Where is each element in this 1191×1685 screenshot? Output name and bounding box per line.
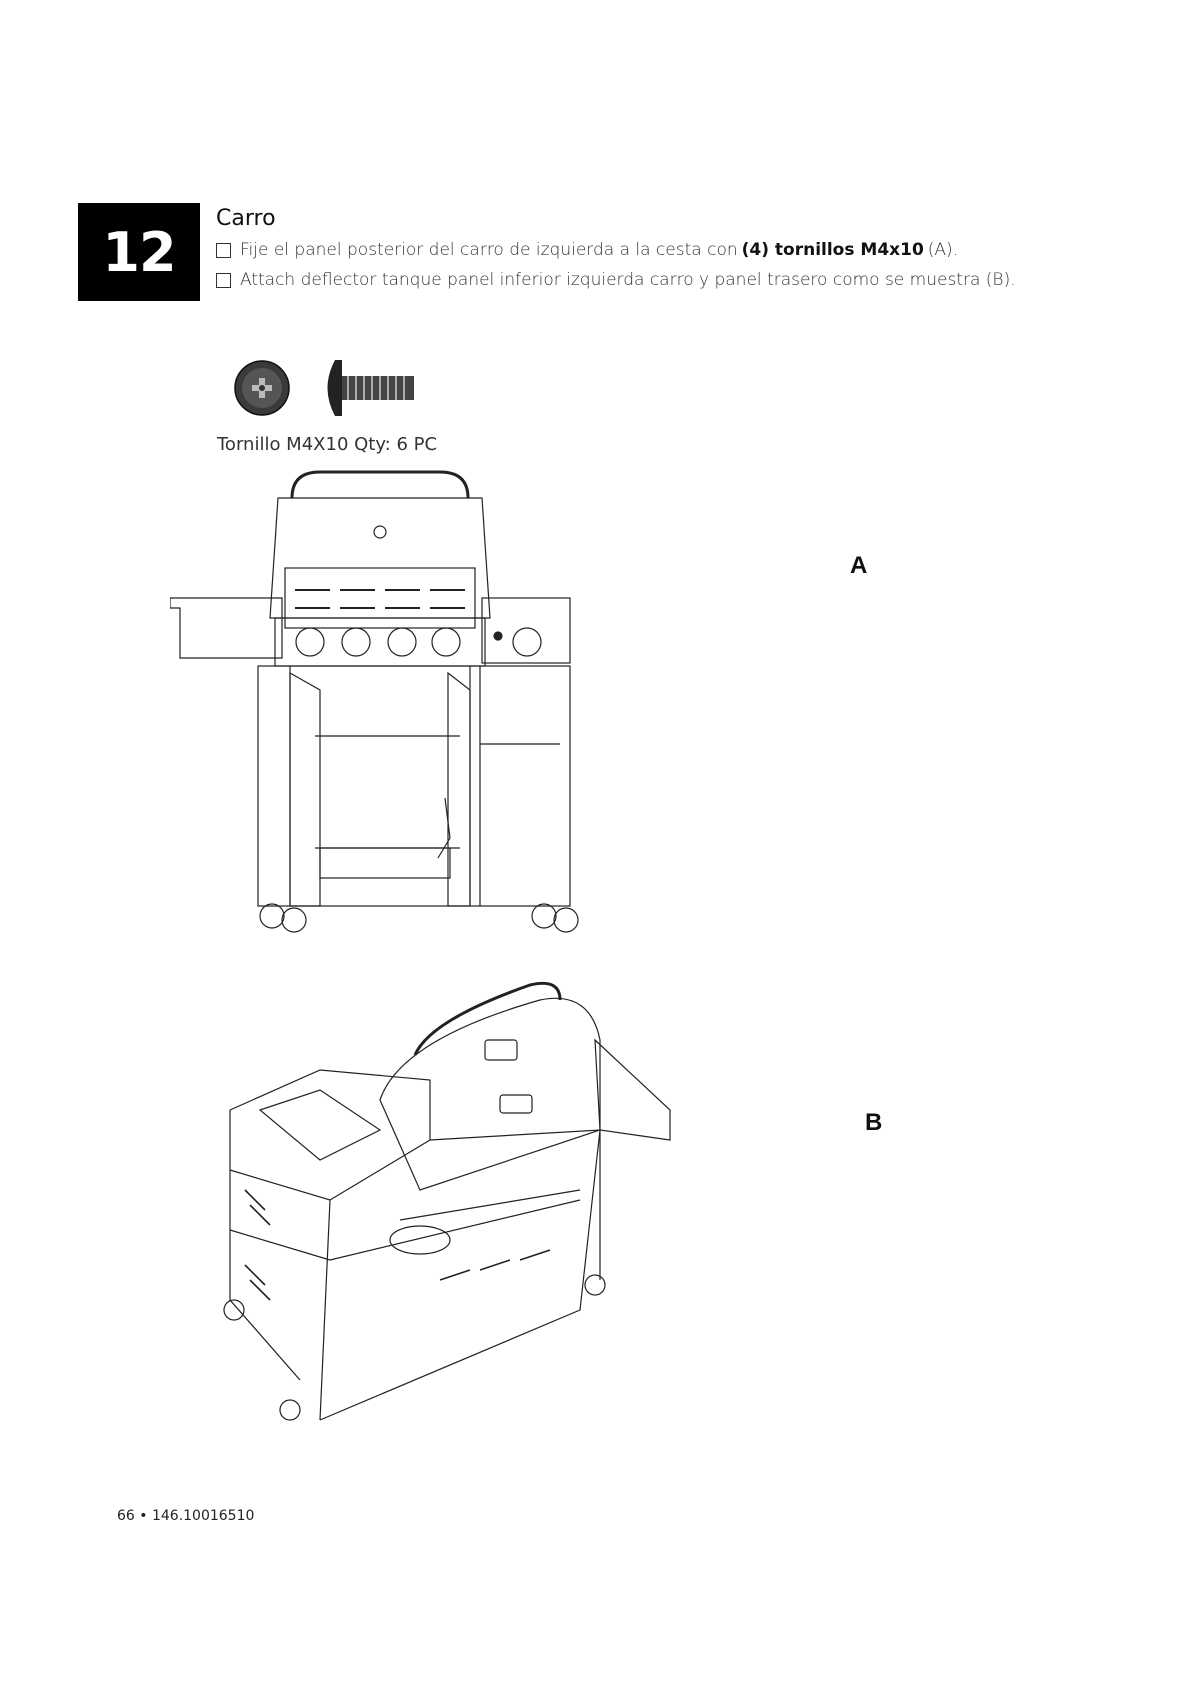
screw-parts-illustration [230,350,430,420]
instruction-1-ref: (A). [928,240,958,260]
step-number: 12 [102,221,175,284]
instruction-2: Attach deflector tanque panel inferior i… [216,270,1016,290]
step-title: Carro [216,206,276,231]
step-number-badge: 12 [78,203,200,301]
checkbox-icon [216,243,231,258]
part-caption: Tornillo M4X10 Qty: 6 PC [217,434,437,455]
grill-front-illustration [170,468,620,938]
page-footer: 66 • 146.10016510 [117,1508,254,1524]
instruction-1-text: Fije el panel posterior del carro de izq… [240,240,738,260]
instruction-1-bold: (4) tornillos M4x10 [742,240,924,260]
instruction-1: Fije el panel posterior del carro de izq… [216,240,958,260]
figure-label-b: B [865,1109,882,1137]
screw-head-icon [235,361,289,415]
figure-label-a: A [850,552,867,580]
checkbox-icon [216,273,231,288]
grill-rear-illustration [200,980,730,1440]
instruction-2-text: Attach deflector tanque panel inferior i… [240,270,1016,290]
screw-side-icon [328,360,415,416]
